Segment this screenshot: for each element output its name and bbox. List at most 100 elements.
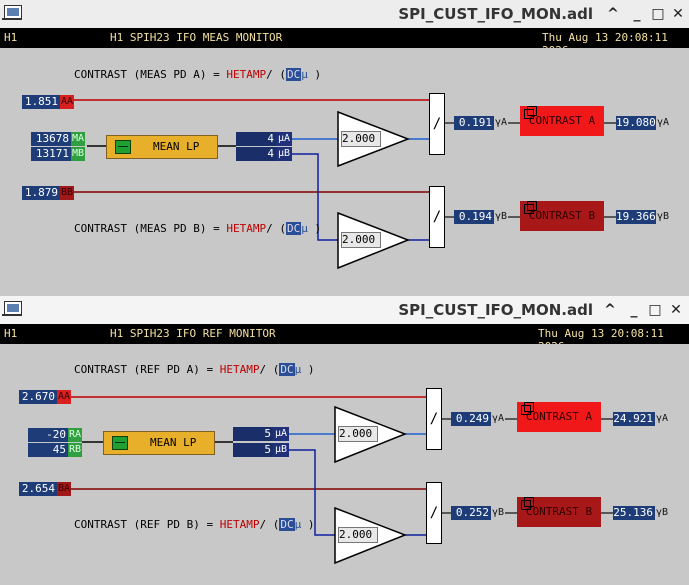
wiring [71, 396, 613, 565]
meas-monitor-window: SPI_CUST_IFO_MON.adl ^ _ □ ✕ H1 H1 SPIH2… [0, 0, 689, 292]
het-a-value: 2.670 [19, 390, 57, 404]
window-title: SPI_CUST_IFO_MON.adl [398, 301, 593, 319]
dc-b-value: 45 [28, 443, 68, 457]
dc-b-unit: RB [68, 443, 82, 457]
mu-b-value: 5 [233, 443, 273, 457]
het-b-unit: BB [60, 186, 74, 200]
formula-a-het: HETAMP [219, 363, 260, 376]
het-b-value: 1.879 [22, 186, 60, 200]
header-bar: H1 H1 SPIH23 IFO REF MONITOR Thu Aug 13 … [0, 324, 689, 353]
header-bar: H1 H1 SPIH23 IFO MEAS MONITOR Thu Aug 13… [0, 28, 689, 57]
gain-b-input[interactable]: 2.000 [338, 527, 378, 543]
formula-a-mu: μ [301, 68, 308, 81]
formula-a-close: ) [314, 68, 322, 81]
contrast-b-button[interactable]: CONTRAST B [517, 497, 601, 527]
het-a-unit: AA [57, 390, 71, 404]
formula-a: CONTRAST (REF PD A) = HETAMP/ (DCμ ) [74, 363, 314, 376]
divide-b-block: / [426, 482, 442, 544]
het-b-unit: BA [57, 482, 71, 496]
dc-a-value: -20 [28, 428, 68, 442]
minimize-button[interactable]: _ [633, 6, 641, 22]
mean-lp-button[interactable]: MEAN LP [103, 431, 215, 455]
formula-b: CONTRAST (MEAS PD B) = HETAMP/ (DCμ ) [74, 222, 321, 235]
het-a-unit: AA [60, 95, 74, 109]
mean-lp-label: MEAN LP [153, 140, 200, 153]
out-a-value: 19.080 [616, 116, 656, 130]
formula-b: CONTRAST (REF PD B) = HETAMP/ (DCμ ) [74, 518, 314, 531]
out-a-unit: γA [655, 412, 669, 426]
out-b-value: 19.366 [616, 210, 656, 224]
close-button[interactable]: ✕ [670, 302, 682, 318]
formula-a-prefix: CONTRAST (REF PD A) = [74, 363, 220, 376]
ref-monitor-window: SPI_CUST_IFO_MON.adl ^ _ □ ✕ H1 H1 SPIH2… [0, 296, 689, 585]
ratio-a-value: 0.191 [454, 116, 494, 130]
formula-a: CONTRAST (MEAS PD A) = HETAMP/ (DCμ ) [74, 68, 321, 81]
ratio-a-value: 0.249 [451, 412, 491, 426]
mu-a-unit: μA [273, 427, 289, 441]
gain-b-input[interactable]: 2.000 [341, 232, 381, 248]
contrast-a-label: CONTRAST A [528, 114, 596, 127]
minimize-button[interactable]: _ [630, 302, 638, 318]
formula-b-prefix: CONTRAST (MEAS PD B) = [74, 222, 227, 235]
mu-b-unit: μB [276, 147, 292, 161]
title-bar[interactable]: SPI_CUST_IFO_MON.adl ^ _ □ ✕ [0, 296, 689, 325]
formula-a-close: ) [307, 363, 315, 376]
formula-b-mu: μ [294, 518, 302, 531]
gain-a-input[interactable]: 2.000 [341, 131, 381, 147]
contrast-b-label: CONTRAST B [525, 505, 593, 518]
divide-b-block: / [429, 186, 445, 248]
shade-button[interactable]: ^ [604, 302, 616, 318]
formula-a-dc: DC [279, 363, 295, 376]
site-label: H1 [4, 31, 18, 44]
maximize-button[interactable]: □ [651, 6, 665, 22]
gain-a-input[interactable]: 2.000 [338, 426, 378, 442]
mu-b-unit: μB [273, 443, 289, 457]
ratio-a-unit: γA [494, 116, 508, 130]
related-display-icon [521, 402, 534, 415]
contrast-a-button[interactable]: CONTRAST A [520, 106, 604, 136]
ratio-b-unit: γB [491, 506, 505, 520]
out-b-unit: γB [656, 210, 670, 224]
dc-a-unit: RA [68, 428, 82, 442]
formula-b-close: ) [307, 518, 315, 531]
formula-b-dc: DC [279, 518, 295, 531]
formula-a-mu: μ [294, 363, 302, 376]
ratio-b-value: 0.252 [451, 506, 491, 520]
dc-a-value: 13678 [31, 132, 71, 146]
maximize-button[interactable]: □ [648, 302, 662, 318]
app-icon[interactable] [2, 5, 22, 20]
dc-b-value: 13171 [31, 147, 71, 161]
formula-a-het: HETAMP [226, 68, 267, 81]
out-b-unit: γB [655, 506, 669, 520]
contrast-a-button[interactable]: CONTRAST A [517, 402, 601, 432]
screen-name: H1 SPIH23 IFO MEAS MONITOR [110, 31, 283, 44]
formula-b-mid: / ( [266, 222, 286, 235]
mu-a-value: 4 [236, 132, 276, 146]
ratio-b-unit: γB [494, 210, 508, 224]
app-icon[interactable] [2, 301, 22, 316]
ratio-a-unit: γA [491, 412, 505, 426]
het-a-value: 1.851 [22, 95, 60, 109]
mean-lp-button[interactable]: MEAN LP [106, 135, 218, 159]
contrast-b-button[interactable]: CONTRAST B [520, 201, 604, 231]
shade-button[interactable]: ^ [607, 6, 619, 22]
related-display-icon [524, 106, 537, 119]
formula-a-mid: / ( [259, 363, 280, 376]
formula-b-mu: μ [301, 222, 308, 235]
formula-a-prefix: CONTRAST (MEAS PD A) = [74, 68, 227, 81]
mean-lp-indicator-icon [112, 436, 128, 450]
mean-lp-label: MEAN LP [150, 436, 197, 449]
out-a-value: 24.921 [613, 412, 655, 426]
formula-a-dc: DC [285, 68, 302, 81]
out-b-value: 25.136 [613, 506, 655, 520]
title-bar[interactable]: SPI_CUST_IFO_MON.adl ^ _ □ ✕ [0, 0, 689, 29]
contrast-a-label: CONTRAST A [525, 410, 593, 423]
het-b-value: 2.654 [19, 482, 57, 496]
mu-a-value: 5 [233, 427, 273, 441]
site-label: H1 [4, 327, 18, 340]
wiring [74, 99, 616, 270]
mean-lp-indicator-icon [115, 140, 131, 154]
close-button[interactable]: ✕ [672, 6, 684, 22]
medm-panel: CONTRAST (MEAS PD A) = HETAMP/ (DCμ ) 1.… [0, 48, 689, 292]
screen-name: H1 SPIH23 IFO REF MONITOR [110, 327, 276, 340]
